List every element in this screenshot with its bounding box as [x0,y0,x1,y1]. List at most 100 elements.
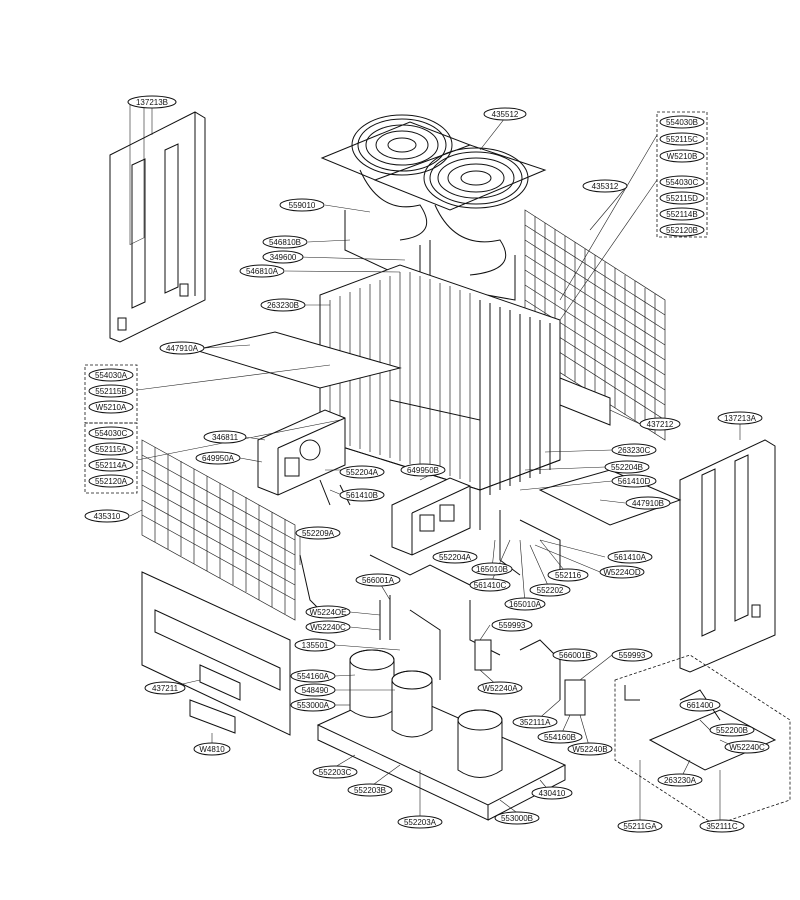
part-callout: 561410B [339,488,385,502]
part-callout: 435512 [483,107,527,121]
part-number: 561410A [614,553,647,562]
hardware-group-top-right [656,111,708,238]
part-callout: 552203B [347,783,393,797]
part-callout: 548490 [294,683,336,697]
part-number: 649950A [202,454,235,463]
part-callout: 554030B [659,115,705,129]
part-number: 263230B [267,301,299,310]
part-callout: 263230C [611,443,657,457]
right-service-panel [559,377,611,426]
part-callout: 561410D [611,474,657,488]
part-labels: 137213B 435512 554030B 552115C W5210B 55… [84,95,770,833]
part-number: 554030C [666,178,699,187]
part-number: 559993 [499,621,526,630]
part-callout: 561410A [607,550,653,564]
part-number: 554030A [95,371,128,380]
part-number: W5210A [96,403,127,412]
part-number: W52240A [482,684,518,693]
part-number: 559993 [619,651,646,660]
part-callout: 554160B [537,730,583,744]
part-callout: 649950A [195,451,241,465]
part-callout: 552120B [659,223,705,237]
part-number: 552115C [666,135,698,144]
part-callout: W52240C [305,620,351,634]
part-number: 447910A [166,344,199,353]
bottom-cover-panel [538,469,682,526]
part-number: 552200B [716,726,748,735]
part-callout: 559993 [611,648,653,662]
part-number: 552115A [95,445,127,454]
part-callout: 263230B [260,298,306,312]
part-number: 561410B [346,491,378,500]
part-number: 137213A [724,414,757,423]
part-number: 561410C [474,581,507,590]
part-callout: 349600 [262,250,304,264]
part-number: 552115D [666,194,698,203]
left-rear-panel [109,97,206,343]
part-number: 349600 [270,253,297,262]
part-callout: 559010 [279,198,325,212]
part-callout: 554160A [290,669,336,683]
part-callout: 566001B [552,648,598,662]
left-side-grille [141,439,296,621]
part-number: 661400 [687,701,714,710]
badge-plate [189,699,236,734]
fan-assembly [320,114,547,301]
part-number: 552120A [95,477,128,486]
part-number: 165010A [509,600,542,609]
compressor-base [316,649,567,821]
part-callout: 552115C [659,132,705,146]
part-number: 552114A [95,461,127,470]
part-callout: 352111C [699,819,745,833]
part-number: 447910B [632,499,664,508]
part-callout: W52240B [567,742,613,756]
part-callout: 552203A [397,815,443,829]
part-callout: W5210A [88,400,134,414]
part-number: W4810 [199,745,225,754]
part-number: W52240C [729,743,765,752]
part-callout: 552200B [709,723,755,737]
part-callout: 55211GA [617,819,663,833]
right-side-panel [679,439,776,673]
part-callout: 546810B [262,235,308,249]
part-number: 566001A [362,576,395,585]
part-callout: 561410C [469,578,511,592]
part-callout: 552203C [312,765,358,779]
part-callout: 165010A [504,597,546,611]
part-number: 546810B [269,238,301,247]
part-number: 554030B [666,118,698,127]
part-callout: 554030A [88,368,134,382]
part-callout: W5210B [659,149,705,163]
part-callout: 552202 [529,583,571,597]
part-number: 263230C [618,446,651,455]
top-cover-panel [193,331,402,389]
part-number: 430410 [539,789,566,798]
part-number: 55211GA [623,822,657,831]
part-number: 554160B [544,733,576,742]
part-number: 352111C [706,822,738,831]
part-number: 552204B [611,463,643,472]
part-number: 552115B [95,387,126,396]
hardware-group-left-lower [84,422,138,494]
part-callout: 552204A [432,550,478,564]
part-callout: 552114A [88,458,134,472]
part-number: W5224OE [310,608,347,617]
part-callout: 447910B [625,496,671,510]
part-number: 552204A [439,553,472,562]
part-number: 566001B [559,651,591,660]
part-callout: 554030C [659,175,705,189]
part-callout: 552115D [659,191,705,205]
part-callout: 552115B [88,384,134,398]
part-number: W5224OD [603,568,641,577]
part-number: 546810A [246,267,279,276]
control-box [257,409,346,496]
part-number: 552203C [319,768,352,777]
part-number: 552116 [555,571,582,580]
part-callout: 552120A [88,474,134,488]
part-callout: 552204B [604,460,650,474]
part-callout: 559993 [491,618,533,632]
part-callout: 165010B [471,562,513,576]
part-number: 548490 [302,686,329,695]
part-number: 435312 [592,182,619,191]
part-callout: 552116 [547,568,589,582]
